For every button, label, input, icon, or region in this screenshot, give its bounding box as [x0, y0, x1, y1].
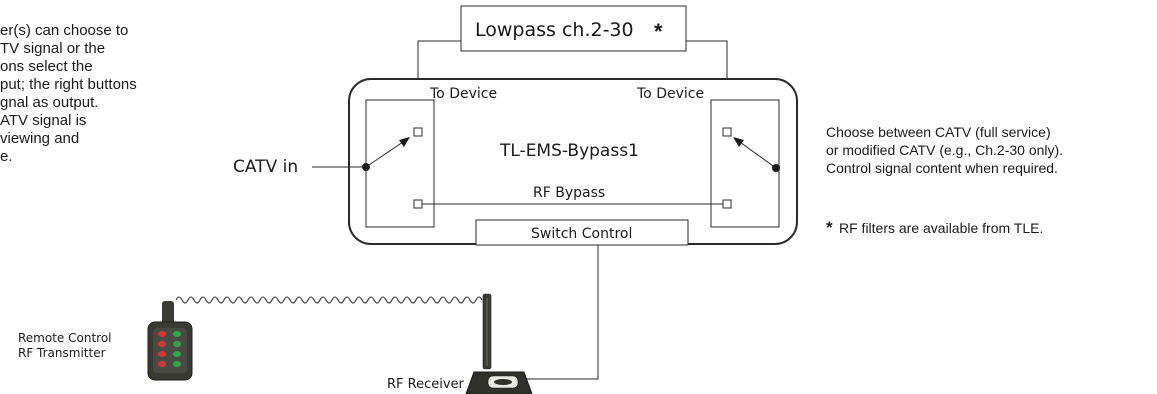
left-text-line-5: gnal as output. [0, 94, 98, 111]
rf-receiver-icon [465, 293, 533, 394]
remote-button-green-3 [173, 351, 181, 357]
remote-button-red-1 [158, 331, 166, 337]
catv-in-label: CATV in [233, 157, 298, 177]
rf-bypass-label: RF Bypass [533, 185, 605, 201]
left-text-line-6: ATV signal is [0, 112, 86, 129]
to-device-right-label: To Device [636, 86, 704, 102]
switch-control-label: Switch Control [531, 226, 632, 242]
control-wire [518, 245, 599, 380]
footnote-asterisk: * [826, 218, 833, 237]
to-device-left-label: To Device [429, 86, 497, 102]
left-description: er(s) can choose to TV signal or the ons… [0, 22, 137, 165]
left-top-port [413, 127, 423, 137]
remote-button-red-3 [158, 351, 166, 357]
right-switch-panel [710, 99, 780, 228]
rf-receiver-label: RF Receiver [387, 377, 465, 392]
right-top-port [722, 127, 732, 137]
remote-control-icon [147, 301, 193, 381]
right-switch-arm [736, 139, 777, 169]
footnote-text: RF filters are available from TLE. [839, 220, 1043, 236]
lowpass-filter-asterisk: * [654, 19, 663, 44]
remote-label-line-2: RF Transmitter [18, 346, 106, 360]
left-switch-panel [365, 99, 435, 228]
remote-button-green-1 [173, 331, 181, 337]
left-text-line-3: ons select the [0, 58, 93, 75]
remote-face [153, 328, 187, 373]
left-text-line-2: TV signal or the [0, 40, 105, 57]
receiver-logo-mark [494, 379, 512, 385]
right-bottom-port [722, 199, 732, 209]
right-text-line-3: Control signal content when required. [826, 160, 1058, 176]
right-text-line-1: Choose between CATV (full service) [826, 124, 1051, 140]
lowpass-filter-box [460, 5, 687, 52]
left-text-line-8: e. [0, 148, 13, 165]
remote-label-line-1: Remote Control [18, 331, 112, 345]
left-text-line-4: put; the right buttons [0, 76, 137, 93]
remote-button-red-4 [158, 361, 166, 367]
device-name-label: TL-EMS-Bypass1 [499, 141, 639, 161]
wireless-signal-wave [175, 296, 483, 304]
left-switch-arrowhead [399, 137, 410, 147]
left-bottom-port [413, 199, 423, 209]
right-switch-arrowhead [733, 137, 744, 147]
left-text-line-7: viewing and [0, 130, 79, 147]
switch-control-box [475, 219, 689, 246]
remote-button-green-4 [173, 361, 181, 367]
left-text-line-1: er(s) can choose to [0, 22, 128, 39]
remote-button-green-2 [173, 341, 181, 347]
right-text-line-2: or modified CATV (e.g., Ch.2-30 only). [826, 142, 1063, 158]
left-switch-arm [365, 139, 407, 168]
remote-button-red-2 [158, 341, 166, 347]
lowpass-filter-label: Lowpass ch.2-30 [475, 19, 634, 41]
